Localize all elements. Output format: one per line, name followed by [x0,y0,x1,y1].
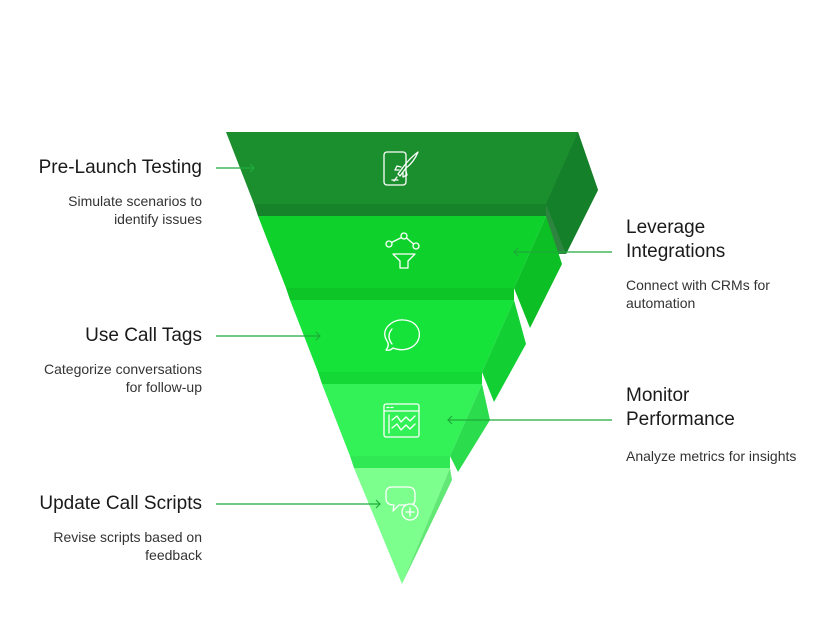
step-2-title: Leverage Integrations [626,217,726,262]
step-1-title: Pre-Launch Testing [38,157,202,178]
funnel-level-2 [258,216,562,328]
chat-add-icon [385,486,419,521]
connector-3 [216,331,321,341]
funnel-level-3 [290,300,526,402]
step-3-title: Use Call Tags [85,325,202,346]
level-4-face [322,384,482,456]
network-funnel-icon [385,232,420,269]
step-4-title: Monitor Performance [626,385,735,430]
funnel-level-5 [354,468,452,584]
step-3-description: Categorize conversations for follow-up [44,361,202,395]
dashboard-chart-icon [383,403,420,438]
connector-1 [216,163,255,173]
connector-2 [513,247,612,257]
funnel-level-1 [226,132,598,254]
step-4-description: Analyze metrics for insights [626,448,797,464]
connector-5 [216,499,381,509]
step-5-title: Update Call Scripts [39,493,202,514]
mobile-rocket-icon [383,151,419,186]
funnel-level-4 [322,384,490,472]
step-2-description: Connect with CRMs for automation [626,277,770,311]
level-2-face [258,216,546,288]
connectors [216,163,612,509]
step-1-description: Simulate scenarios to identify issues [68,193,202,227]
level-3-face [290,300,514,372]
connector-4 [447,415,612,425]
level-5-face [354,468,450,584]
speech-bubble-icon [384,319,420,351]
step-5-description: Revise scripts based on feedback [53,529,202,563]
